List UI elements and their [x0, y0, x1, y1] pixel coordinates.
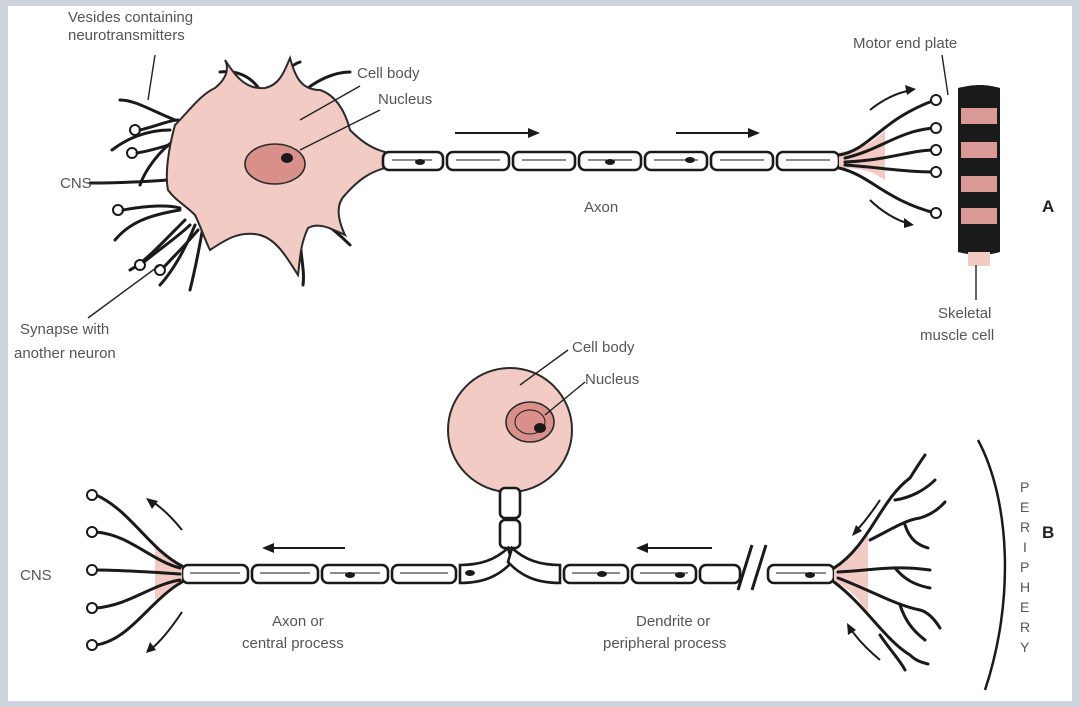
cell-body-label-b: Cell body — [572, 339, 635, 356]
periphery-label: P E R I P H E R Y — [1020, 479, 1030, 655]
axon-central-label-line2: central process — [242, 635, 344, 652]
motor-neuron-axon — [383, 152, 839, 170]
peripheral-process-dendrite — [508, 545, 834, 590]
vesicles-label-line2: neurotransmitters — [68, 27, 185, 44]
motor-neuron-axon-terminal — [839, 85, 941, 228]
periphery-letter: I — [1023, 539, 1027, 555]
periphery-letter: E — [1020, 599, 1029, 615]
skeletal-muscle-cell — [958, 85, 1000, 266]
panel-b-sensory-neuron: Cell body Nucleus CNS Axon or central pr… — [20, 339, 1054, 690]
panel-a-letter: A — [1042, 197, 1054, 216]
periphery-letter: H — [1020, 579, 1030, 595]
vesicles-label-line1: Vesides containing — [68, 9, 193, 26]
nucleus-label-a: Nucleus — [378, 91, 432, 108]
synapse-label-line2: another neuron — [14, 345, 116, 362]
periphery-letter: R — [1020, 619, 1030, 635]
panel-a-motor-neuron: Vesides containing neurotransmitters Cel… — [14, 9, 1054, 362]
cns-label-a: CNS — [60, 175, 92, 192]
axon-central-label-line1: Axon or — [272, 613, 324, 630]
panel-b-letter: B — [1042, 523, 1054, 542]
periphery-letter: Y — [1020, 639, 1030, 655]
central-process-axon — [182, 548, 512, 583]
dendrite-peripheral-label-line1: Dendrite or — [636, 613, 710, 630]
sensory-neuron-nucleus — [506, 402, 554, 442]
periphery-letter: R — [1020, 519, 1030, 535]
axon-label: Axon — [584, 199, 618, 216]
periphery-boundary — [978, 440, 1005, 690]
cns-label-b: CNS — [20, 567, 52, 584]
periphery-letter: P — [1020, 559, 1029, 575]
synapse-label-line1: Synapse with — [20, 321, 109, 338]
nucleus-label-b: Nucleus — [585, 371, 639, 388]
peripheral-dendritic-tree — [834, 455, 945, 670]
motor-neuron-nucleolus — [281, 153, 293, 163]
periphery-letter: E — [1020, 499, 1029, 515]
sensory-neuron-stem — [500, 488, 520, 548]
skeletal-muscle-label-line1: Skeletal — [938, 305, 991, 322]
skeletal-muscle-label-line2: muscle cell — [920, 327, 994, 344]
dendrite-peripheral-label-line2: peripheral process — [603, 635, 726, 652]
motor-neuron-nucleus — [245, 144, 305, 184]
periphery-letter: P — [1020, 479, 1029, 495]
motor-end-plate-label: Motor end plate — [853, 35, 957, 52]
axon-direction-arrows — [455, 128, 760, 138]
cell-body-label-a: Cell body — [357, 65, 420, 82]
